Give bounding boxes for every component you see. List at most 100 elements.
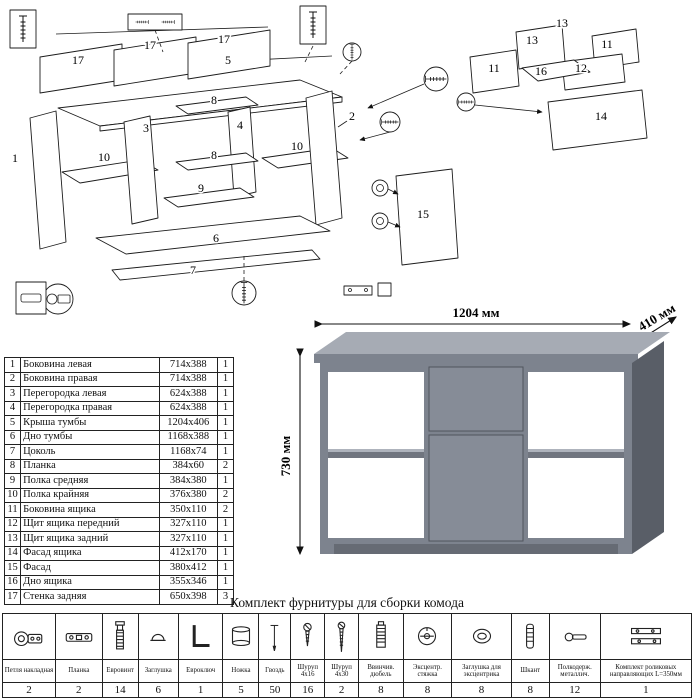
hardware-cell: 14 [101,682,139,698]
hardware-cell [258,613,292,660]
hardware-cell: 2 [2,682,56,698]
drawer-panels [469,24,648,151]
diagram-callout-11: 11 [601,37,613,51]
hardware-cell [510,613,550,660]
parts-cell-qty: 1 [216,400,235,416]
dimension-width: 1204 мм [453,305,500,320]
hardware-item-name: Шуруп 4x30 [331,663,352,678]
parts-cell-name: Щит ящика задний [20,531,160,547]
part-right-side [305,90,343,226]
hardware-item-qty: 2 [26,684,32,696]
plate-icon [20,293,42,303]
parts-cell-size: 412x170 [158,545,218,561]
diagram-callout-4: 4 [237,118,243,132]
parts-cell-qty: 1 [216,415,235,431]
part-door [395,168,459,266]
part-back-wall [39,43,123,94]
parts-cell-num: 6 [3,429,22,445]
parts-cell-num: 16 [3,574,22,590]
hardware-cell [177,613,224,660]
parts-cell-size: 1168x74 [158,444,218,460]
hardware-cell: 8 [451,682,512,698]
callout-circle [371,212,389,230]
hardware-row [2,613,693,660]
parts-cell-size: 384x380 [158,473,218,489]
part-partition-left [123,115,159,225]
right-shelf [528,452,624,458]
dresser-top-edge [314,354,638,363]
leader-lines [154,29,543,281]
hardware-cell: 16 [290,682,326,698]
parts-cell-qty: 1 [216,560,235,576]
diagram-callout-9: 9 [198,181,204,195]
parts-cell-qty: 1 [216,473,235,489]
dimension-height: 730 мм [278,436,293,477]
part-plank-bottom [175,152,259,171]
hardware-item-name: Шкант [520,667,541,675]
parts-cell-qty: 3 [216,589,235,605]
hardware-cell: Евровинт [101,659,139,683]
hardware-cell [290,613,326,660]
parts-cell-qty: 1 [216,531,235,547]
hardware-item-qty: 8 [478,684,485,696]
cam-lock-icon [376,217,384,225]
hinge-icon [3,615,54,659]
diagram-callout-8: 8 [211,148,217,162]
hardware-cell [324,613,360,660]
parts-cell-name: Перегородка правая [20,400,160,416]
diagram-callout-10: 10 [291,139,303,153]
door-front [428,434,524,542]
dresser-render [314,332,670,554]
hardware-item-name: Полкодерж. металлич. [557,663,592,678]
fastener-callouts [9,5,476,315]
hardware-cell [402,613,453,660]
parts-cell-name: Полка средняя [20,473,160,489]
part-top-edge [99,96,343,132]
plate-icon [56,615,101,659]
hardware-cell: Заглушка для эксцентрика [451,659,512,683]
parts-cell-size: 714x388 [158,357,218,373]
hardware-item-name: Планка [68,667,90,675]
parts-cell-num: 2 [3,371,22,387]
hardware-item-qty: 6 [155,684,162,696]
diagram-callout-17: 17 [144,38,156,52]
hardware-cell: 8 [358,682,404,698]
parts-cell-size: 384x60 [158,458,218,474]
hardware-item-name: Эксцентр. стяжка [412,663,442,678]
hardware-item-name: Заглушка для эксцентрика [462,663,501,678]
hardware-cell: Ввинчив. дюбель [358,659,404,683]
hardware-cell: Гвоздь [258,659,292,683]
camcap-icon [453,615,510,659]
diagram-callout-5: 5 [225,53,231,67]
parts-cell-size: 327x110 [158,516,218,532]
hardware-item-qty: 14 [114,684,126,696]
parts-cell-qty: 1 [216,357,235,373]
callout-box [377,282,392,297]
hardware-cell [101,613,139,660]
part-drawer-facade [547,89,648,151]
parts-cell-size: 350x110 [158,502,218,518]
hardware-item-qty: 50 [269,684,281,696]
diagram-callout-3: 3 [143,121,149,135]
parts-cell-size: 355x346 [158,574,218,590]
hardware-cell [137,613,179,660]
hardware-cell [599,613,693,660]
hardware-cell: 6 [137,682,179,698]
hardware-cell: Шуруп 4x16 [290,659,326,683]
parts-cell-size: 327x110 [158,531,218,547]
hardware-item-qty: 1 [643,684,649,696]
parts-cell-num: 4 [3,400,22,416]
hardware-cell: 8 [402,682,453,698]
hardware-item-qty: 2 [338,684,345,696]
hardware-cell [548,613,601,660]
hardware-cell: 5 [222,682,260,698]
parts-cell-qty: 1 [216,444,235,460]
parts-cell-qty: 1 [216,371,235,387]
